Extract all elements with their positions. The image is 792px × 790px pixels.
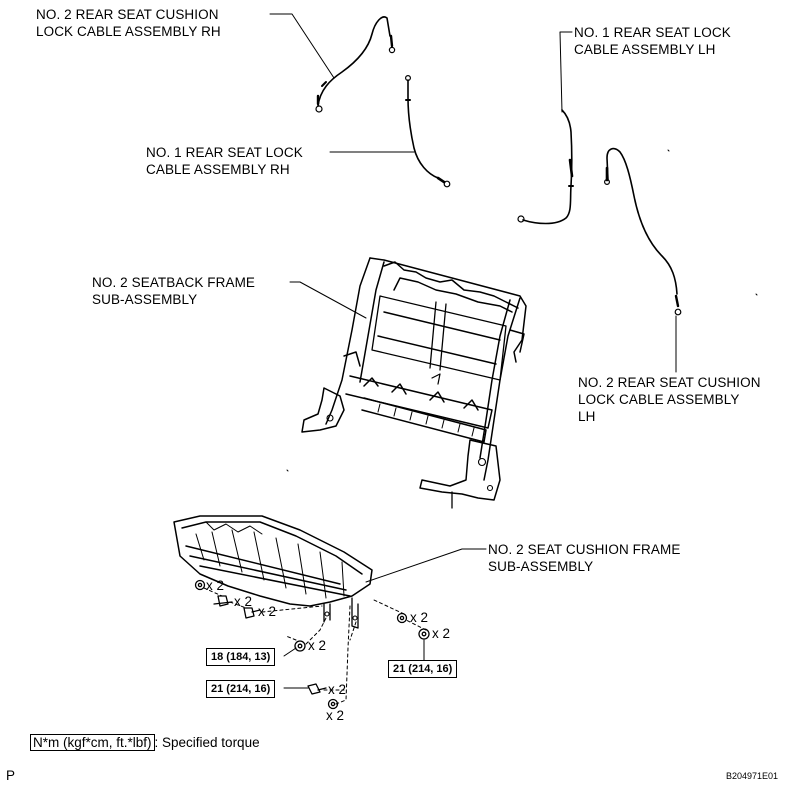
quantity-label: x 2 <box>308 638 327 653</box>
fasteners <box>194 579 430 710</box>
torque-spec-box: 21 (214, 16) <box>388 660 458 678</box>
torque-legend-text: : Specified torque <box>154 735 260 750</box>
label-line: NO. 1 REAR SEAT LOCK <box>574 25 731 40</box>
specks <box>286 149 758 472</box>
seatback-frame-drawing <box>301 257 527 509</box>
nut-icon <box>396 612 408 624</box>
torque-unit-box: N*m (kgf*cm, ft.*lbf) <box>30 734 155 751</box>
label-line: NO. 1 REAR SEAT LOCK <box>146 145 303 160</box>
torque-spec-box: 18 (184, 13) <box>206 648 276 666</box>
label-cushion-frame: NO. 2 SEAT CUSHION FRAME SUB-ASSEMBLY <box>488 541 680 575</box>
torque-legend: N*m (kgf*cm, ft.*lbf): Specified torque <box>30 734 260 752</box>
label-line: NO. 2 REAR SEAT CUSHION <box>578 375 761 390</box>
quantity-label: x 2 <box>410 610 429 625</box>
nut-icon <box>194 579 206 591</box>
page-mark: P <box>6 768 16 783</box>
label-line: NO. 2 SEAT CUSHION FRAME <box>488 542 681 557</box>
quantity-label: x 2 <box>432 626 451 641</box>
lock-cable-rh-drawing <box>405 74 451 188</box>
label-line: SUB-ASSEMBLY <box>92 292 198 307</box>
nut-icon <box>294 640 306 652</box>
label-line: LOCK CABLE ASSEMBLY <box>578 392 740 407</box>
label-line: LOCK CABLE ASSEMBLY RH <box>36 24 221 39</box>
quantity-label: x 2 <box>328 682 347 697</box>
nut-icon <box>327 698 339 710</box>
label-line: NO. 2 SEATBACK FRAME <box>92 275 256 290</box>
quantity-label: x 2 <box>206 578 225 593</box>
label-line: SUB-ASSEMBLY <box>488 559 594 574</box>
figure-id: B204971E01 <box>726 771 779 781</box>
cushion-lock-cable-rh-drawing <box>315 16 396 113</box>
lock-cable-lh-drawing <box>517 109 574 225</box>
alignment-lines <box>203 587 427 705</box>
nut-icon <box>418 628 430 640</box>
quantity-label: x 2 <box>326 708 345 723</box>
quantity-label: x 2 <box>234 594 253 609</box>
label-seatback-frame: NO. 2 SEATBACK FRAME SUB-ASSEMBLY <box>92 274 255 308</box>
label-line: NO. 2 REAR SEAT CUSHION <box>36 7 219 22</box>
torque-spec-box: 21 (214, 16) <box>206 680 276 698</box>
quantity-label: x 2 <box>258 604 277 619</box>
label-line: CABLE ASSEMBLY RH <box>146 162 290 177</box>
seat-cushion-frame-drawing <box>173 515 373 629</box>
label-line: CABLE ASSEMBLY LH <box>574 42 716 57</box>
label-lock-cable-lh: NO. 1 REAR SEAT LOCK CABLE ASSEMBLY LH <box>574 24 731 58</box>
label-line: LH <box>578 409 596 424</box>
cushion-lock-cable-lh-drawing <box>603 147 682 316</box>
leader-lines <box>269 13 677 689</box>
label-cushion-lock-cable-rh: NO. 2 REAR SEAT CUSHION LOCK CABLE ASSEM… <box>36 6 221 40</box>
label-cushion-lock-cable-lh: NO. 2 REAR SEAT CUSHION LOCK CABLE ASSEM… <box>578 374 761 425</box>
label-lock-cable-rh: NO. 1 REAR SEAT LOCK CABLE ASSEMBLY RH <box>146 144 303 178</box>
